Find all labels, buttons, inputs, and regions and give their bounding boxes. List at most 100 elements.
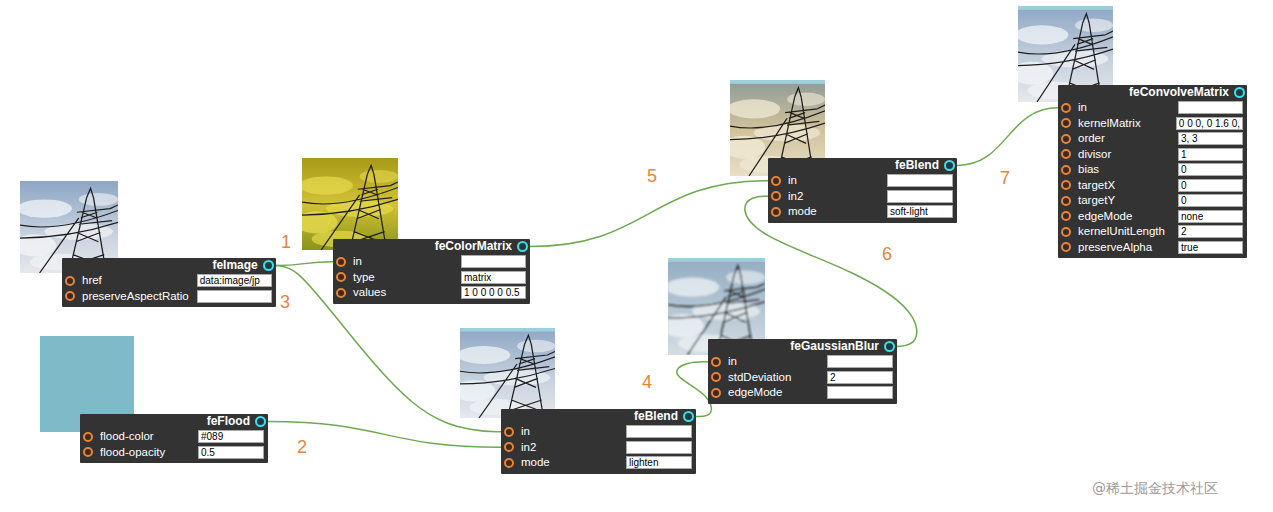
value-field — [626, 425, 692, 438]
value-field — [827, 355, 893, 368]
attribute-row: flood-opacity 0.5 — [80, 445, 268, 461]
callout-number: 6 — [880, 244, 894, 264]
input-port — [1061, 211, 1071, 221]
value-field: soft-light — [887, 205, 953, 218]
attribute-row: flood-color #089 — [80, 429, 268, 445]
output-port — [517, 241, 528, 252]
attribute-name: edgeMode — [1078, 209, 1170, 224]
value-field — [461, 255, 526, 268]
input-port — [65, 291, 75, 301]
node-title: feBlend — [895, 158, 939, 172]
output-port — [944, 160, 955, 171]
filter-node: feColorMatrixintypematrixvalues1 0 0 0 0… — [333, 239, 530, 304]
input-port — [65, 276, 75, 286]
watermark: @稀土掘金技术社区 — [1092, 479, 1218, 497]
callout-number: 5 — [645, 166, 659, 186]
input-port — [83, 432, 93, 442]
input-port — [504, 442, 514, 452]
filter-node: feImagehrefdata:image/jppreserveAspectRa… — [62, 258, 276, 307]
attribute-name: mode — [788, 204, 879, 219]
attribute-row: bias0 — [1058, 162, 1247, 178]
attribute-name: in2 — [788, 189, 879, 204]
attribute-row: kernelUnitLength2 — [1058, 224, 1247, 240]
filter-node: feBlendinin2mode soft-light — [768, 158, 957, 223]
title-bar: feImage — [62, 258, 276, 273]
title-bar: feBlend — [768, 158, 957, 173]
output-port — [263, 260, 274, 271]
attribute-name: in — [521, 424, 618, 439]
input-port — [771, 176, 781, 186]
value-field: #089 — [198, 430, 264, 443]
attribute-row: preserveAspectRatio — [62, 289, 276, 305]
attribute-name: in2 — [521, 440, 618, 455]
callout-number: 3 — [278, 292, 292, 312]
attribute-name: in — [1078, 100, 1170, 115]
callout-number: 4 — [640, 372, 654, 392]
attribute-row: in — [1058, 100, 1247, 116]
attribute-row: mode soft-light — [768, 204, 957, 220]
attribute-name: order — [1078, 131, 1170, 146]
value-field: true — [1178, 241, 1243, 254]
filter-node: feBlend inin2modelighten — [501, 409, 696, 474]
attribute-name: targetX — [1078, 178, 1170, 193]
value-field — [887, 174, 953, 187]
attribute-row: in2 — [501, 440, 696, 456]
input-port — [1061, 149, 1071, 159]
attribute-name: flood-color — [100, 429, 190, 444]
attribute-row: hrefdata:image/jp — [62, 273, 276, 289]
input-port — [1061, 180, 1071, 190]
attribute-row: values1 0 0 0 0 0.5 — [333, 285, 530, 301]
attribute-row: targetX0 — [1058, 178, 1247, 194]
connector — [530, 181, 768, 247]
attribute-row: edgeMode — [708, 385, 897, 401]
input-port — [771, 191, 781, 201]
input-port — [336, 257, 346, 267]
value-field — [887, 190, 953, 203]
attribute-row: in — [708, 354, 897, 370]
value-field: 3, 3 — [1178, 132, 1243, 145]
attribute-name: preserveAlpha — [1078, 240, 1170, 255]
attribute-name: stdDeviation — [728, 370, 819, 385]
input-port — [1061, 196, 1071, 206]
attribute-name: flood-opacity — [100, 445, 190, 460]
attribute-row: modelighten — [501, 455, 696, 471]
filter-node: feConvolveMatrixinkernelMatrix0 0 0, 0 1… — [1058, 85, 1247, 258]
node-title: feGaussianBlur — [790, 339, 879, 353]
attribute-name: targetY — [1078, 193, 1170, 208]
attribute-name: bias — [1078, 162, 1170, 177]
value-field: matrix — [461, 271, 526, 284]
attribute-name: divisor — [1078, 147, 1170, 162]
value-field: 1 — [1178, 148, 1243, 161]
value-field: 0.5 — [198, 446, 264, 459]
title-bar: feGaussianBlur — [708, 339, 897, 354]
value-field — [827, 386, 893, 399]
attribute-name: in — [728, 354, 819, 369]
attribute-name: kernelUnitLength — [1078, 224, 1170, 239]
node-title: feConvolveMatrix — [1129, 85, 1229, 99]
title-bar: feConvolveMatrix — [1058, 85, 1247, 100]
attribute-name: values — [353, 285, 453, 300]
node-title: feImage — [212, 258, 257, 272]
input-port — [1061, 103, 1071, 113]
attribute-row: stdDeviation2 — [708, 370, 897, 386]
node-title: feColorMatrix — [435, 239, 512, 253]
input-port — [771, 207, 781, 217]
input-port — [504, 458, 514, 468]
attribute-name: preserveAspectRatio — [82, 289, 189, 304]
node-title: feBlend — [634, 409, 678, 423]
attribute-row: in — [768, 173, 957, 189]
input-port — [1061, 134, 1071, 144]
connector — [276, 262, 333, 266]
attribute-row: divisor 1 — [1058, 147, 1247, 163]
input-port — [1061, 227, 1071, 237]
attribute-row: in — [501, 424, 696, 440]
thumbnail — [453, 328, 555, 418]
input-port — [711, 372, 721, 382]
attribute-row: order 3, 3 — [1058, 131, 1247, 147]
value-field — [1178, 101, 1243, 114]
value-field: lighten — [626, 456, 692, 469]
input-port — [711, 357, 721, 367]
attribute-row: in2 — [768, 189, 957, 205]
value-field: none — [1178, 210, 1243, 223]
